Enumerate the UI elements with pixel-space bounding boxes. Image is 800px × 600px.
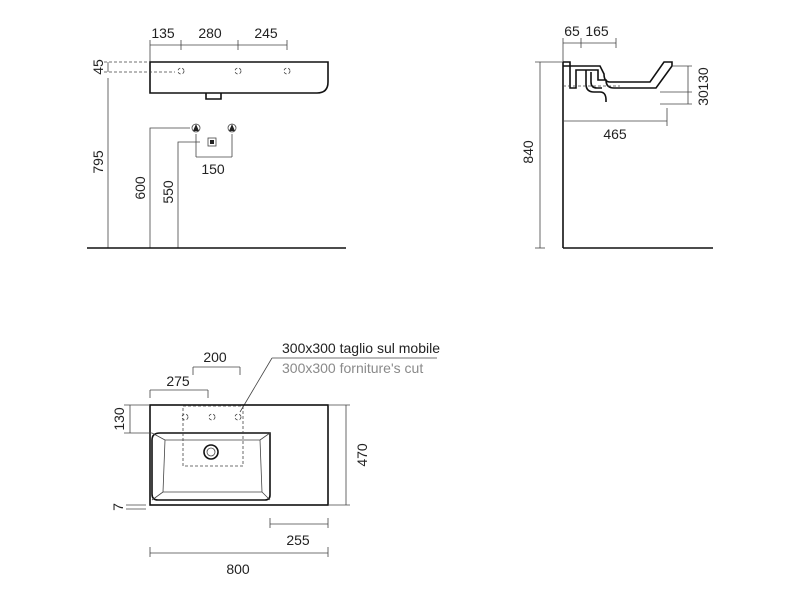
water-supply-cold-icon xyxy=(227,123,237,133)
dim-245: 245 xyxy=(254,25,278,41)
dim-130-top: 130 xyxy=(111,407,127,431)
cut-note-en: 300x300 forniture's cut xyxy=(282,360,423,376)
note-leader xyxy=(239,357,273,413)
dim-795: 795 xyxy=(90,150,106,174)
cut-note-it: 300x300 taglio sul mobile xyxy=(282,340,440,356)
dim-7: 7 xyxy=(110,503,126,511)
dim-600: 600 xyxy=(132,176,148,200)
waste-outlet-icon xyxy=(207,137,217,147)
dim-200: 200 xyxy=(203,349,227,365)
furniture-cut-outline xyxy=(182,405,244,467)
basin-front-outline xyxy=(149,61,329,94)
dim-130-side: 130 xyxy=(695,67,711,91)
dim-165: 165 xyxy=(585,23,609,39)
dim-45: 45 xyxy=(90,59,106,75)
tap-holes-front xyxy=(177,67,291,75)
dim-135: 135 xyxy=(151,25,175,41)
dim-255: 255 xyxy=(286,532,310,548)
basin-side-section xyxy=(563,61,673,89)
dim-275: 275 xyxy=(166,373,190,389)
dim-30: 30 xyxy=(695,90,711,106)
tap-holes-top xyxy=(181,413,242,421)
drain-icon xyxy=(203,444,219,460)
dim-800: 800 xyxy=(226,561,250,577)
dim-150: 150 xyxy=(201,161,225,177)
top-view: 300x300 taglio sul mobile 300x300 fornit… xyxy=(110,340,440,577)
front-view: 135 280 245 45 795 600 550 xyxy=(87,25,346,249)
bowl-outline xyxy=(151,432,271,501)
waste-pipe xyxy=(585,70,607,102)
dim-840: 840 xyxy=(520,140,536,164)
drain-outlet xyxy=(205,93,222,100)
water-supply-hot-icon xyxy=(191,123,201,133)
dim-280: 280 xyxy=(198,25,222,41)
dim-465: 465 xyxy=(603,126,627,142)
dim-470: 470 xyxy=(354,443,370,467)
side-view: 65 165 130 30 465 840 xyxy=(520,23,713,249)
basin-top-outline xyxy=(149,404,329,506)
dim-65: 65 xyxy=(564,23,580,39)
dim-550: 550 xyxy=(160,180,176,204)
